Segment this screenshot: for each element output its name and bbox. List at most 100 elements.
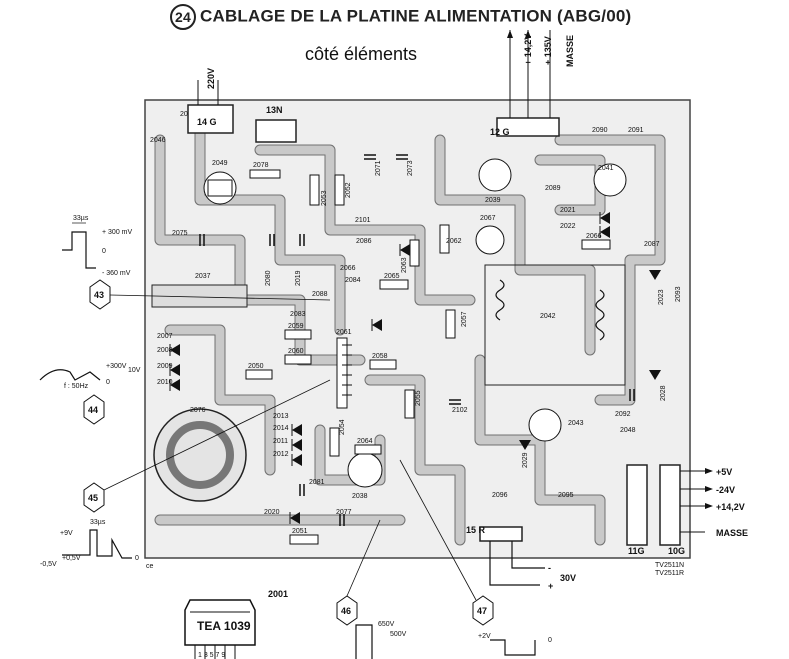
svg-text:2059: 2059 [288,323,304,330]
connector-11g-label: 11G [628,546,645,556]
svg-text:650V: 650V [378,621,395,628]
svg-text:2029: 2029 [522,452,529,468]
svg-text:10V: 10V [128,367,141,374]
svg-text:2088: 2088 [312,291,328,298]
svg-text:33µs: 33µs [73,215,89,222]
transistor-2067: 2067 [475,215,505,255]
waveform-2: +300V 10V 0 f : 50Hz [39,363,141,390]
voltage-220v-label: 220V [206,68,216,89]
svg-text:2038: 2038 [352,493,368,500]
svg-text:2086: 2086 [356,238,372,245]
svg-text:2011: 2011 [273,438,288,445]
svg-text:2065: 2065 [384,273,400,280]
svg-text:2058: 2058 [372,353,388,360]
svg-text:2053: 2053 [321,190,328,206]
right-label-24v: -24V [716,485,735,495]
supply-label-masse: MASSE [565,35,575,67]
svg-text:2057: 2057 [461,311,468,327]
svg-text:0: 0 [106,379,110,386]
svg-text:2067: 2067 [480,215,496,222]
svg-text:2037: 2037 [195,273,211,280]
svg-text:2007: 2007 [157,333,173,340]
svg-text:2093: 2093 [675,286,682,302]
transistor-2038: 2038 [347,452,383,500]
svg-text:2051: 2051 [292,528,308,535]
svg-text:2090: 2090 [592,127,608,134]
svg-text:43: 43 [94,290,104,300]
svg-text:2049: 2049 [212,160,228,167]
svg-text:2071: 2071 [375,160,382,176]
part-number-1: TV2511N [655,562,684,569]
svg-text:2062: 2062 [446,238,462,245]
subtitle: côté éléments [305,44,418,64]
waveform-3: 33µs +9V +0,5V -0,5V 0 [40,519,139,568]
right-label-masse: MASSE [716,528,748,538]
svg-text:2014: 2014 [273,425,289,432]
svg-text:33µs: 33µs [90,519,106,526]
ic-tea1039: TEA 1039 2001 1 3 5 7 9 [184,589,288,659]
connector-14g-label: 14 G [197,117,217,127]
connector-15r-label: 15 R [466,525,486,535]
connector-11g-10g: +5V -24V +14,2V MASSE 11G 10G TV2511N TV… [626,464,748,577]
connector-13n: 13N [255,105,297,143]
svg-text:2092: 2092 [615,411,631,418]
callout-43: 43 [89,279,331,310]
svg-text:2021: 2021 [560,207,576,214]
svg-text:2063: 2063 [401,257,408,273]
svg-text:f : 50Hz: f : 50Hz [64,383,89,390]
svg-text:2073: 2073 [407,160,414,176]
diodes [169,212,661,524]
svg-text:2013: 2013 [273,413,289,420]
svg-text:2054: 2054 [339,419,346,435]
supply-label-135v: + 135V [543,36,553,65]
title-number-badge: 24 [170,4,196,30]
callout-44: 44 [83,394,105,425]
svg-text:2078: 2078 [253,162,269,169]
waveform-1: 33µs + 300 mV 0 - 360 mV [62,215,132,277]
connector-13n-label: 13N [266,105,283,115]
svg-text:2076: 2076 [190,407,206,414]
svg-text:2050: 2050 [248,363,264,370]
svg-text:2041: 2041 [598,165,614,172]
bottom-voltage: 30V [560,573,576,583]
callout-45: 45 [83,379,331,513]
svg-text:2096: 2096 [492,492,508,499]
svg-text:0: 0 [102,248,106,255]
svg-text:2064: 2064 [357,438,373,445]
callout-46: 46 [336,519,381,626]
svg-text:+ 300 mV: + 300 mV [102,229,132,236]
capacitor-labels: 2075 2071 2073 2101 2086 2088 2083 2077 … [150,111,682,516]
transistor-2041: 2041 [593,163,627,197]
connector-12g-label: 12 G [490,127,510,137]
svg-text:2008: 2008 [157,347,173,354]
svg-text:2039: 2039 [485,197,501,204]
small-capacitors [199,154,635,526]
svg-text:+2V: +2V [478,633,491,640]
board-code: ce [146,563,154,570]
svg-text:2055: 2055 [415,390,422,406]
waveform-5: +2V 0 [478,633,552,656]
svg-text:2010: 2010 [157,379,173,386]
svg-text:2043: 2043 [568,420,584,427]
svg-text:2066: 2066 [586,233,602,240]
svg-text:TEA 1039: TEA 1039 [197,619,251,633]
svg-text:500V: 500V [390,631,407,638]
svg-text:2022: 2022 [560,223,576,230]
svg-text:2089: 2089 [545,185,561,192]
svg-text:2028: 2028 [660,385,667,401]
svg-text:2095: 2095 [558,492,574,499]
right-label-5v: +5V [716,467,732,477]
svg-text:2023: 2023 [658,289,665,305]
title-text: CABLAGE DE LA PLATINE ALIMENTATION (ABG/… [200,6,632,26]
svg-text:2061: 2061 [336,329,352,336]
right-label-14v: +14,2V [716,502,745,512]
supply-label-14v: + 14,2V [523,34,533,65]
resistors [245,169,611,545]
connector-14g: 14 G 220V [187,68,234,134]
svg-text:2101: 2101 [355,217,371,224]
connector-15r: 15 R - + 30V [466,525,576,591]
transformer-2042: 2042 [484,264,626,386]
svg-text:+9V: +9V [60,530,73,537]
